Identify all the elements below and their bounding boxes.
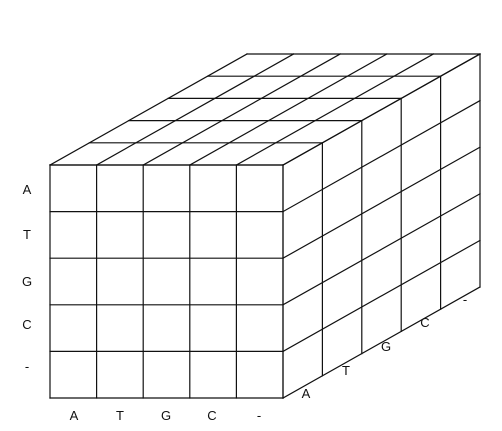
top-depth-line [142,53,342,166]
row-label-c: C [22,317,31,332]
top-depth-line [95,53,295,166]
column-axis-labels: A T G C - [70,408,262,423]
row-axis-labels: A T G C - [22,182,32,374]
top-depth-line [188,53,388,166]
depth-label-gap: - [463,292,467,307]
column-label-gap: - [257,408,261,423]
side-depth-line [282,286,481,399]
depth-label-g: G [381,339,391,354]
side-depth-line [282,239,481,353]
column-label-t: T [116,408,124,423]
depth-label-t: T [342,363,350,378]
top-depth-line [49,53,248,166]
row-label-a: A [23,182,32,197]
column-label-g: G [161,408,171,423]
cube-front-face [49,164,284,399]
depth-label-a: A [302,386,311,401]
column-label-c: C [207,408,216,423]
side-depth-line [282,99,481,213]
row-label-gap: - [25,359,29,374]
column-label-a: A [70,408,79,423]
depth-axis-labels: A T G C - [302,292,468,401]
cube-side-face [282,53,481,399]
depth-label-c: C [420,315,429,330]
side-depth-line [282,192,481,306]
row-label-t: T [23,227,31,242]
top-depth-line [235,53,435,166]
side-depth-line [282,146,481,260]
side-depth-line [282,53,481,166]
row-label-g: G [22,274,32,289]
cube-top-face [49,53,481,166]
